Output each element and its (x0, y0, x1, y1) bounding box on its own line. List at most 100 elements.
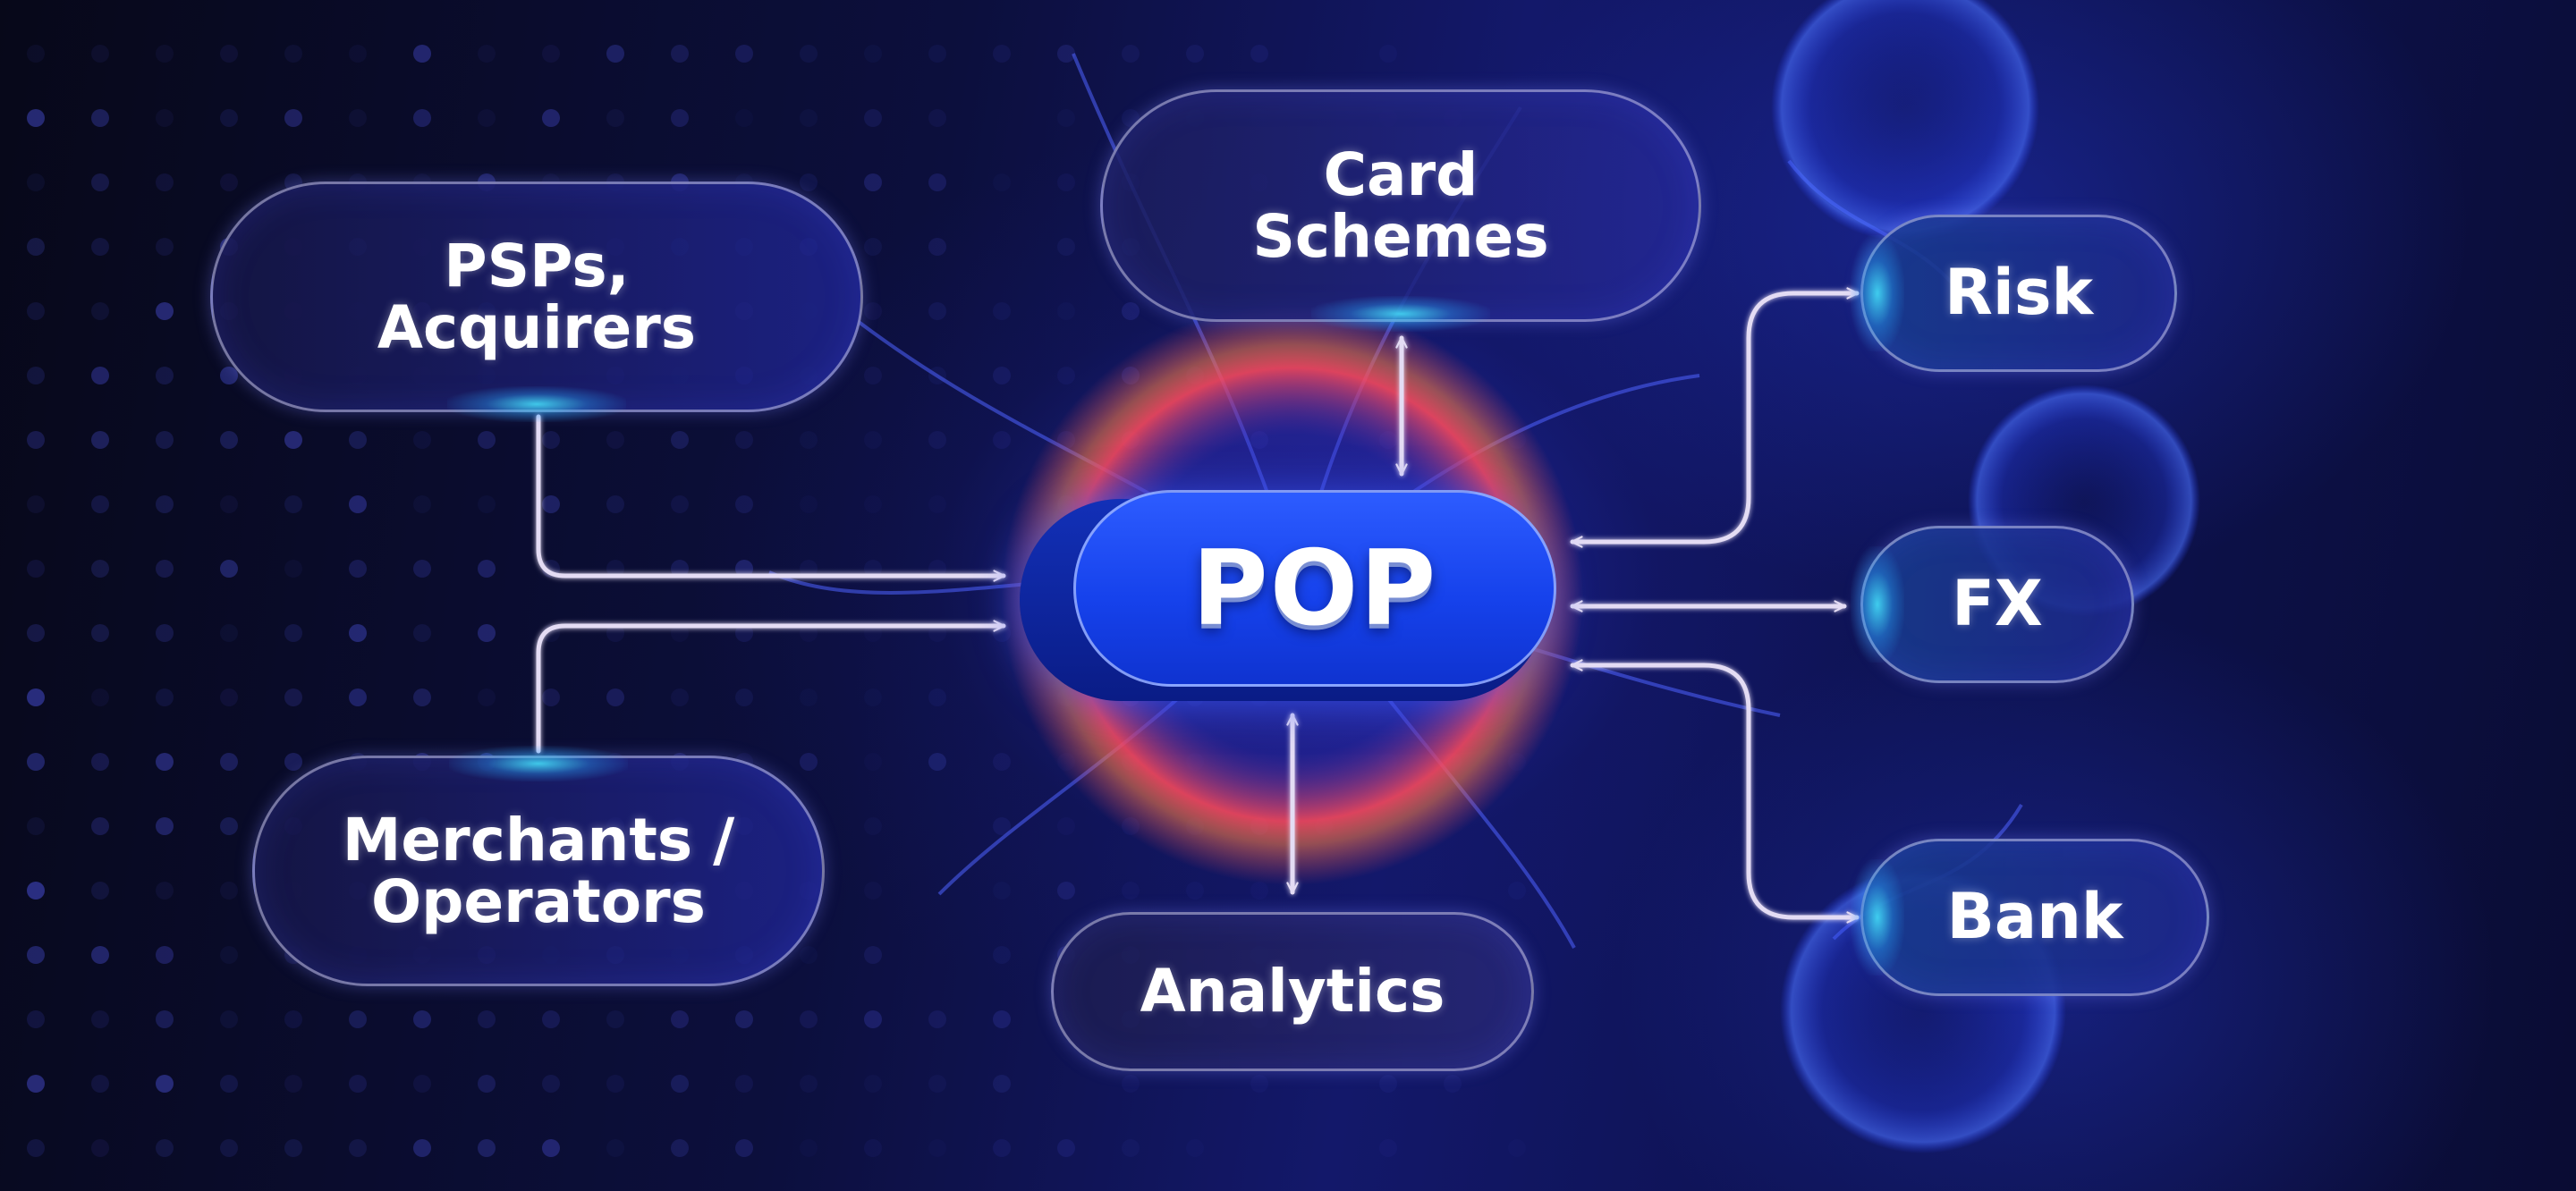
background-dot (220, 817, 238, 835)
background-dot (349, 1010, 367, 1028)
background-dot (606, 431, 624, 449)
background-dot (27, 367, 45, 384)
merchants-operators-node: Merchants / Operators (252, 746, 825, 986)
background-dot (349, 495, 367, 513)
background-dot (284, 1139, 302, 1157)
background-dot (542, 1075, 560, 1093)
background-dot (349, 560, 367, 578)
background-dot (156, 560, 174, 578)
background-dot (1122, 302, 1140, 320)
background-dot (864, 495, 882, 513)
background-dot (1122, 1075, 1140, 1093)
background-dot (349, 688, 367, 706)
background-dot (671, 1010, 689, 1028)
background-dot (800, 1075, 818, 1093)
analytics-label: Analytics (1140, 957, 1445, 1026)
merchants-operators-label: Merchants / Operators (342, 805, 735, 936)
background-dot (91, 238, 109, 256)
background-dot (1508, 1139, 1526, 1157)
background-dot (993, 302, 1011, 320)
background-dot (478, 495, 496, 513)
background-dot (800, 688, 818, 706)
background-dot (993, 1139, 1011, 1157)
background-dot (1057, 173, 1075, 191)
background-dot (928, 302, 946, 320)
background-dot (349, 1075, 367, 1093)
background-dot (413, 1139, 431, 1157)
background-dot (478, 624, 496, 642)
background-dot (671, 624, 689, 642)
background-dot (413, 624, 431, 642)
background-dot (27, 431, 45, 449)
background-dot (928, 1139, 946, 1157)
background-dot (413, 1075, 431, 1093)
background-dot (1057, 367, 1075, 384)
background-dot (27, 882, 45, 900)
pop-hub-node: POP (1020, 490, 1556, 701)
background-dot (220, 45, 238, 63)
background-dot (735, 624, 753, 642)
background-dot (928, 1010, 946, 1028)
background-dot (478, 1075, 496, 1093)
background-dot (478, 109, 496, 127)
risk-label: Risk (1944, 256, 2094, 330)
background-dot (800, 1010, 818, 1028)
background-dot (349, 1139, 367, 1157)
background-dot (606, 688, 624, 706)
background-dot (478, 1010, 496, 1028)
background-dot (156, 1075, 174, 1093)
background-dot (220, 431, 238, 449)
background-dot (91, 688, 109, 706)
background-dot (993, 173, 1011, 191)
background-dot (284, 688, 302, 706)
risk-node: Risk (1851, 215, 2177, 372)
background-dot (864, 173, 882, 191)
background-dot (156, 173, 174, 191)
background-dot (413, 45, 431, 63)
background-dot (864, 238, 882, 256)
background-dot (864, 882, 882, 900)
background-dot (735, 495, 753, 513)
background-dot (413, 431, 431, 449)
background-dot (864, 560, 882, 578)
background-dot (993, 882, 1011, 900)
background-dot (478, 431, 496, 449)
background-dot (91, 45, 109, 63)
background-dot (156, 495, 174, 513)
background-dot (928, 431, 946, 449)
background-dot (993, 753, 1011, 771)
background-dot (478, 560, 496, 578)
background-dot (27, 495, 45, 513)
background-dot (156, 753, 174, 771)
orb-top-right (1771, 0, 2039, 241)
background-dot (1122, 1139, 1140, 1157)
background-dot (735, 560, 753, 578)
background-dot (27, 173, 45, 191)
background-dot (220, 560, 238, 578)
background-dot (284, 1010, 302, 1028)
background-dot (220, 109, 238, 127)
background-dot (800, 173, 818, 191)
background-dot (1508, 882, 1526, 900)
background-dot (91, 302, 109, 320)
bank-node: Bank (1851, 839, 2209, 996)
background-dot (1250, 45, 1268, 63)
background-dot (27, 817, 45, 835)
background-dot (27, 1139, 45, 1157)
background-dot (864, 45, 882, 63)
background-dot (1057, 302, 1075, 320)
background-dot (27, 45, 45, 63)
background-dot (220, 173, 238, 191)
background-dot (928, 173, 946, 191)
background-dot (1250, 1075, 1268, 1093)
background-dot (800, 45, 818, 63)
background-dot (928, 560, 946, 578)
background-dot (1444, 1075, 1462, 1093)
background-dot (156, 302, 174, 320)
background-dot (864, 1075, 882, 1093)
background-dot (671, 688, 689, 706)
background-dot (928, 109, 946, 127)
background-dot (349, 431, 367, 449)
background-dot (606, 624, 624, 642)
connector-pop-risk (1570, 287, 1860, 548)
